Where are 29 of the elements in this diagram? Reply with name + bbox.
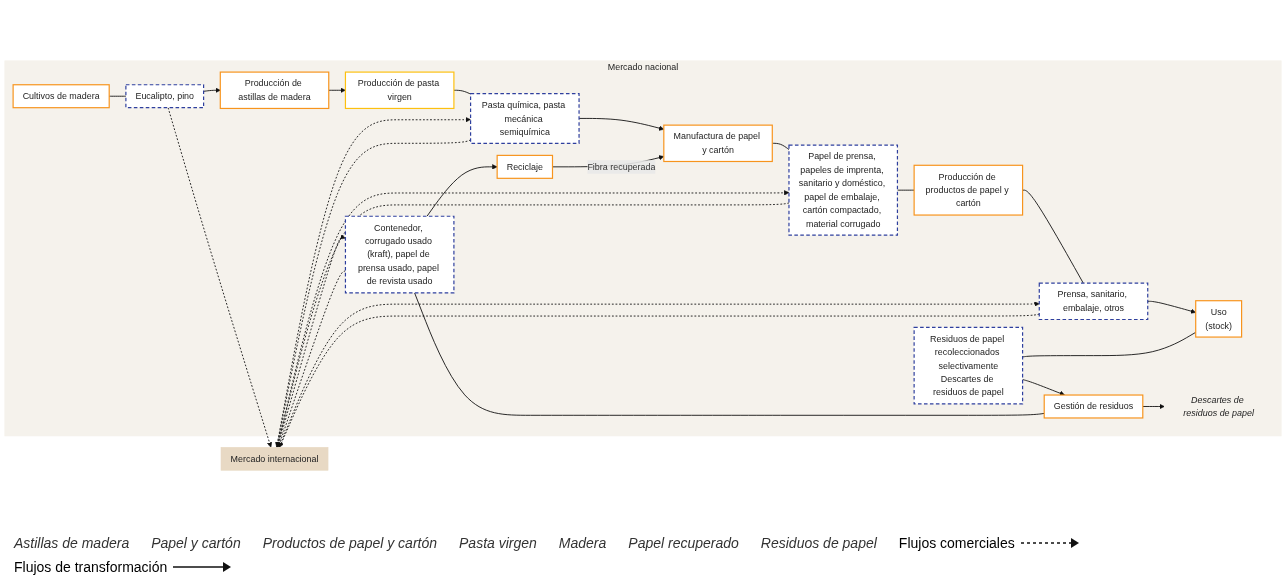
- node-box: Cultivos de madera: [12, 84, 110, 109]
- node-box: Producción de productos de papel y cartón: [913, 164, 1024, 216]
- node-box: Pasta química, pasta mecánica semiquímica: [470, 92, 580, 144]
- node-box: Producción de pasta virgen: [344, 71, 455, 110]
- flow-label: Productos de papel y cartón: [262, 535, 437, 551]
- legend-label: Flujos comerciales: [898, 535, 1015, 551]
- node-box: Eucalipto, pino: [125, 84, 205, 109]
- node-text: Descartes de residuos de papel: [1183, 394, 1254, 418]
- node-box: Uso (stock): [1195, 300, 1243, 338]
- edge-label: Fibra recuperada: [587, 161, 656, 172]
- node-box: Prensa, sanitario, embalaje, otros: [1038, 282, 1149, 321]
- connector: [453, 89, 472, 95]
- flow-label: Papel y cartón: [151, 535, 241, 551]
- node-box: Papel de prensa, papeles de imprenta, sanitario y doméstico, papel de embalaje, cartón compactado, material corrugado: [788, 144, 899, 236]
- connector: [1022, 189, 1084, 284]
- node-box: Mercado internacional: [220, 447, 329, 471]
- node-box: Reciclaje: [496, 154, 554, 179]
- connector: [414, 292, 1045, 416]
- node-box: Gestión de residuos: [1043, 394, 1144, 419]
- flow-label: Astillas de madera: [14, 535, 130, 551]
- flow-label: Madera: [558, 535, 607, 551]
- flow-label: Papel recuperado: [628, 535, 739, 551]
- node-box: Manufactura de papel y cartón: [663, 124, 773, 163]
- node-box: Residuos de papel recoleccionados selectivamente Descartes de residuos de papel: [913, 326, 1024, 405]
- flow-label: Pasta virgen: [459, 535, 537, 551]
- node-box: Contenedor, corrugado usado (kraft), papel de prensa usado, papel de revista usado: [344, 215, 455, 294]
- legend-label: Flujos de transformación: [14, 559, 168, 575]
- node-box: Producción de astillas de madera: [219, 71, 330, 110]
- flow-label: Residuos de papel: [760, 535, 877, 551]
